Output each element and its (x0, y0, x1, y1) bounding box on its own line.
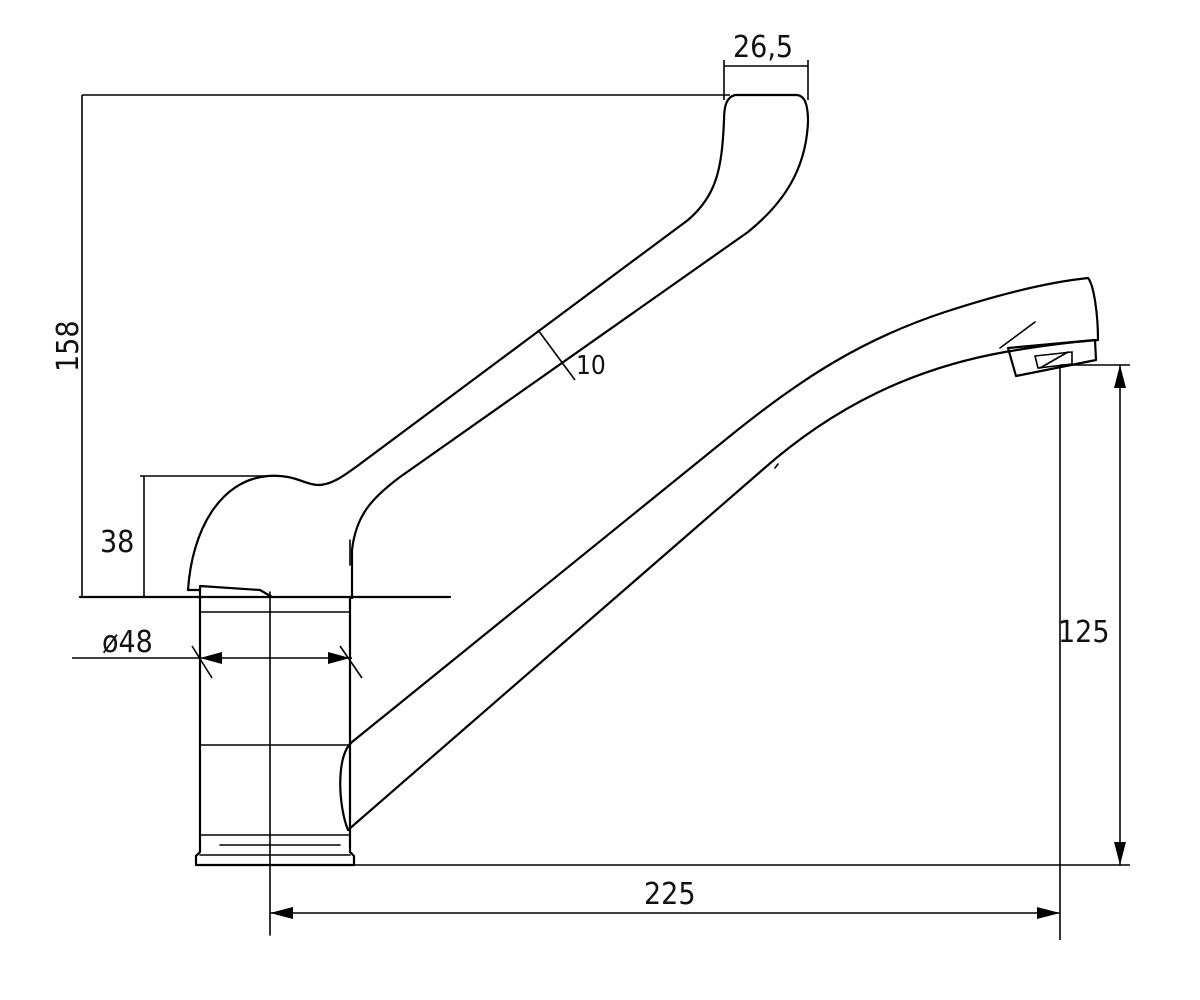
dim-total-height: 158 (51, 94, 730, 597)
dim-label-spout-height: 125 (1058, 615, 1110, 650)
dim-label-spout-reach: 225 (644, 877, 696, 912)
dim-lever-tip-width: 26,5 (723, 30, 809, 100)
dim-lever-thickness: 10 (537, 329, 606, 381)
lever-handle (78, 93, 810, 600)
dim-label-body-height: 38 (100, 525, 134, 560)
dim-label-total-height: 158 (51, 320, 86, 372)
dim-base-diameter: ø48 (72, 625, 363, 679)
dim-body-height: 38 (100, 475, 268, 597)
dim-spout-reach: 225 (270, 877, 1060, 919)
spout (339, 276, 1100, 832)
base-cylinder (194, 588, 356, 867)
dim-label-lever-thickness: 10 (576, 351, 606, 381)
dim-label-lever-tip-width: 26,5 (733, 30, 793, 65)
dim-spout-height: 125 (354, 364, 1130, 940)
dim-label-base-diameter: ø48 (102, 625, 153, 660)
